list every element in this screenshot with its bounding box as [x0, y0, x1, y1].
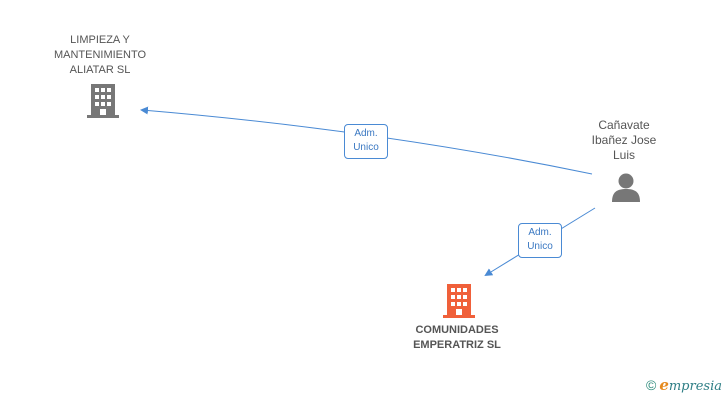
person-icon[interactable]: [611, 172, 641, 202]
brand-logo-initial: e: [659, 376, 669, 394]
edge-label-line: Adm.: [354, 128, 378, 139]
company-label-line: LIMPIEZA Y: [70, 34, 130, 46]
building-icon[interactable]: [443, 284, 475, 318]
person-label[interactable]: Cañavate Ibañez Jose Luis: [574, 118, 674, 163]
edge-label-line: Unico: [353, 142, 379, 153]
company-label-line: ALIATAR SL: [69, 64, 131, 76]
person-label-line: Cañavate: [598, 118, 650, 132]
copyright-icon: ©: [645, 377, 657, 393]
footer-brand: © empresia: [646, 376, 722, 394]
person-label-line: Ibañez Jose: [591, 133, 657, 147]
building-icon[interactable]: [87, 84, 119, 118]
company-label-comunidades[interactable]: COMUNIDADES EMPERATRIZ SL: [397, 323, 517, 353]
company-label-line: MANTENIMIENTO: [53, 49, 147, 61]
brand-logo-text: mpresia: [668, 379, 722, 394]
edge-label-role[interactable]: Adm. Unico: [344, 124, 388, 159]
edge-label-line: Adm.: [528, 227, 552, 238]
company-label-line: EMPERATRIZ SL: [413, 339, 501, 351]
edge-label-role[interactable]: Adm. Unico: [518, 223, 562, 258]
edge-label-line: Unico: [527, 241, 553, 252]
company-label-limpieza[interactable]: LIMPIEZA Y MANTENIMIENTO ALIATAR SL: [40, 33, 160, 78]
company-label-line: COMUNIDADES: [415, 324, 499, 336]
person-label-line: Luis: [612, 148, 635, 162]
brand-logo[interactable]: empresia: [659, 376, 722, 394]
